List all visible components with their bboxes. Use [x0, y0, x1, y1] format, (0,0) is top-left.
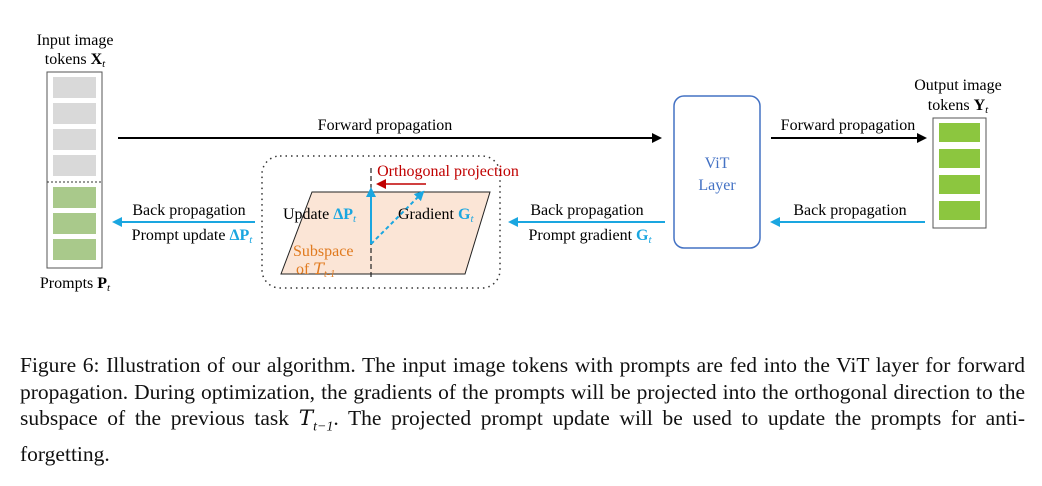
orthogonal-projection-label: Orthogonal projection	[377, 163, 519, 180]
input-token	[53, 103, 96, 124]
input-tokens-label-line2: tokens Xt	[45, 51, 106, 70]
figure-caption: Figure 6: Illustration of our algorithm.…	[20, 352, 1025, 467]
back-propagation-label-right: Back propagation	[793, 202, 906, 219]
prompts-label: Prompts Pt	[40, 275, 111, 294]
gradient-label: Gradient Gt	[398, 206, 474, 225]
back-propagation-label-mid: Back propagation	[530, 202, 643, 219]
caption-task-symbol: Tt−1	[298, 406, 334, 435]
prompt-token	[53, 187, 96, 208]
prompt-update-label: Prompt update ΔPt	[132, 227, 254, 246]
update-label: Update ΔPt	[283, 206, 357, 225]
subspace-plane	[280, 191, 491, 275]
output-token	[939, 201, 980, 220]
prompt-token	[53, 239, 96, 260]
output-token	[939, 175, 980, 194]
output-tokens-label-line2: tokens Yt	[928, 97, 989, 116]
output-token	[939, 149, 980, 168]
vit-label: ViT	[705, 155, 730, 172]
vit-layer-box	[673, 95, 761, 249]
forward-propagation-label-left: Forward propagation	[318, 117, 453, 134]
input-token	[53, 155, 96, 176]
caption-text: Illustration of our algorithm. The input…	[20, 353, 1026, 430]
input-token	[53, 77, 96, 98]
layer-label: Layer	[698, 177, 736, 194]
subspace-label-line1: Subspace	[293, 243, 353, 260]
prompt-token	[53, 213, 96, 234]
input-tokens-label-line1: Input image	[37, 32, 114, 49]
gradient-vector	[370, 190, 425, 245]
forward-propagation-label-right: Forward propagation	[781, 117, 916, 134]
back-propagation-label-left: Back propagation	[132, 202, 245, 219]
input-token	[53, 129, 96, 150]
algorithm-figure: Input image tokens Xt Prompts Pt Forward…	[37, 32, 1002, 294]
caption-label: Figure 6:	[20, 353, 100, 377]
prompt-gradient-label: Prompt gradient Gt	[528, 227, 652, 246]
output-tokens-label-line1: Output image	[914, 77, 1002, 94]
caption-text-end: . The projected prompt update will be us…	[20, 406, 1026, 466]
subspace-label-line2: of Tt-1	[296, 259, 335, 280]
output-token	[939, 123, 980, 142]
